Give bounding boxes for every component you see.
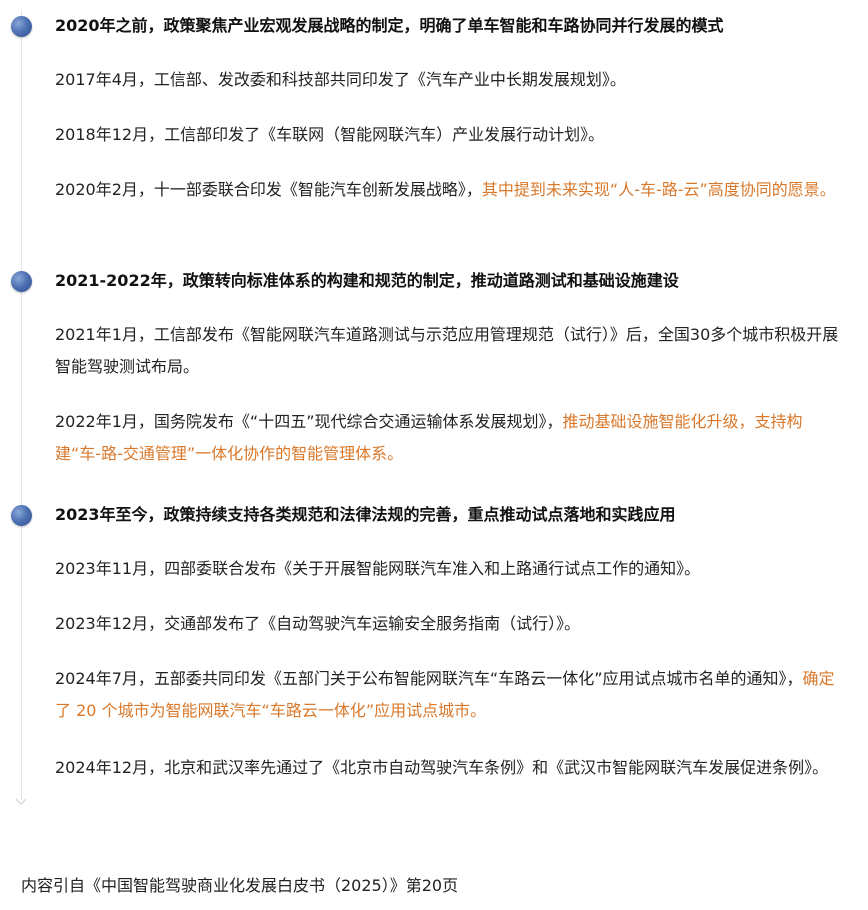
timeline-dot-icon bbox=[11, 16, 32, 37]
entry-text: 2024年7月，五部委共同印发《五部门关于公布智能网联汽车“车路云一体化”应用试… bbox=[55, 663, 848, 727]
timeline-dot-icon bbox=[11, 271, 32, 292]
timeline-entry: 2024年7月，五部委共同印发《五部门关于公布智能网联汽车“车路云一体化”应用试… bbox=[0, 663, 868, 727]
timeline-section-3: 2023年至今，政策持续支持各类规范和法律法规的完善，重点推动试点落地和实践应用 bbox=[0, 502, 868, 528]
entry-plain-text: 2022年1月，国务院发布《“十四五”现代综合交通运输体系发展规划》， bbox=[55, 412, 563, 431]
timeline-entry: 2022年1月，国务院发布《“十四五”现代综合交通运输体系发展规划》，推动基础设… bbox=[0, 406, 868, 470]
timeline-entry: 2018年12月，工信部印发了《车联网（智能网联汽车）产业发展行动计划》。 bbox=[0, 119, 868, 151]
timeline-section-1: 2020年之前，政策聚焦产业宏观发展战略的制定，明确了单车智能和车路协同并行发展… bbox=[0, 13, 868, 39]
section-heading: 2021-2022年，政策转向标准体系的构建和规范的制定，推动道路测试和基础设施… bbox=[55, 271, 679, 290]
timeline-line bbox=[21, 10, 22, 800]
entry-plain-text: 2023年12月，交通部发布了《自动驾驶汽车运输安全服务指南（试行）》。 bbox=[55, 614, 581, 633]
policy-timeline: 2020年之前，政策聚焦产业宏观发展战略的制定，明确了单车智能和车路协同并行发展… bbox=[0, 10, 868, 810]
entry-plain-text: 2020年2月，十一部委联合印发《智能汽车创新发展战略》， bbox=[55, 180, 482, 199]
section-heading: 2023年至今，政策持续支持各类规范和法律法规的完善，重点推动试点落地和实践应用 bbox=[55, 505, 676, 524]
entry-plain-text: 2023年11月，四部委联合发布《关于开展智能网联汽车准入和上路通行试点工作的通… bbox=[55, 559, 701, 578]
entry-text: 2024年12月，北京和武汉率先通过了《北京市自动驾驶汽车条例》和《武汉市智能网… bbox=[55, 752, 848, 784]
timeline-entry: 2024年12月，北京和武汉率先通过了《北京市自动驾驶汽车条例》和《武汉市智能网… bbox=[0, 752, 868, 784]
entry-plain-text: 2024年12月，北京和武汉率先通过了《北京市自动驾驶汽车条例》和《武汉市智能网… bbox=[55, 758, 829, 777]
timeline-entry: 2021年1月，工信部发布《智能网联汽车道路测试与示范应用管理规范（试行）》后，… bbox=[0, 319, 868, 383]
entry-highlight-text: 确定了 20 个城市为智能网联汽车“车路云一体化”应用试点城市。 bbox=[55, 669, 835, 720]
entry-plain-text: 2018年12月，工信部印发了《车联网（智能网联汽车）产业发展行动计划》。 bbox=[55, 125, 605, 144]
timeline-entry: 2023年12月，交通部发布了《自动驾驶汽车运输安全服务指南（试行）》。 bbox=[0, 608, 868, 640]
entry-text: 2020年2月，十一部委联合印发《智能汽车创新发展战略》，其中提到未来实现“人-… bbox=[55, 174, 848, 206]
entry-text: 2021年1月，工信部发布《智能网联汽车道路测试与示范应用管理规范（试行）》后，… bbox=[55, 319, 848, 383]
entry-highlight-text: 其中提到未来实现“人-车-路-云”高度协同的愿景。 bbox=[481, 180, 836, 199]
timeline-entry: 2023年11月，四部委联合发布《关于开展智能网联汽车准入和上路通行试点工作的通… bbox=[0, 553, 868, 585]
timeline-section-2: 2021-2022年，政策转向标准体系的构建和规范的制定，推动道路测试和基础设施… bbox=[0, 268, 868, 294]
entry-text: 2017年4月，工信部、发改委和科技部共同印发了《汽车产业中长期发展规划》。 bbox=[55, 64, 848, 96]
timeline-entry: 2020年2月，十一部委联合印发《智能汽车创新发展战略》，其中提到未来实现“人-… bbox=[0, 174, 868, 206]
entry-plain-text: 2024年7月，五部委共同印发《五部门关于公布智能网联汽车“车路云一体化”应用试… bbox=[55, 669, 803, 688]
timeline-dot-icon bbox=[11, 505, 32, 526]
chevron-down-icon bbox=[14, 796, 28, 810]
entry-text: 2018年12月，工信部印发了《车联网（智能网联汽车）产业发展行动计划》。 bbox=[55, 119, 848, 151]
entry-text: 2023年11月，四部委联合发布《关于开展智能网联汽车准入和上路通行试点工作的通… bbox=[55, 553, 848, 585]
chevron-down-icon bbox=[15, 798, 27, 806]
entry-text: 2023年12月，交通部发布了《自动驾驶汽车运输安全服务指南（试行）》。 bbox=[55, 608, 848, 640]
section-heading: 2020年之前，政策聚焦产业宏观发展战略的制定，明确了单车智能和车路协同并行发展… bbox=[55, 16, 724, 35]
entry-text: 2022年1月，国务院发布《“十四五”现代综合交通运输体系发展规划》，推动基础设… bbox=[55, 406, 848, 470]
entry-plain-text: 2017年4月，工信部、发改委和科技部共同印发了《汽车产业中长期发展规划》。 bbox=[55, 70, 626, 89]
entry-plain-text: 2021年1月，工信部发布《智能网联汽车道路测试与示范应用管理规范（试行）》后，… bbox=[55, 325, 839, 376]
source-citation: 内容引自《中国智能驾驶商业化发展白皮书（2025）》第20页 bbox=[21, 876, 459, 895]
entry-highlight-text: 推动基础设施智能化升级，支持构建“车-路-交通管理”一体化协作的智能管理体系。 bbox=[55, 412, 803, 463]
timeline-entry: 2017年4月，工信部、发改委和科技部共同印发了《汽车产业中长期发展规划》。 bbox=[0, 64, 868, 96]
